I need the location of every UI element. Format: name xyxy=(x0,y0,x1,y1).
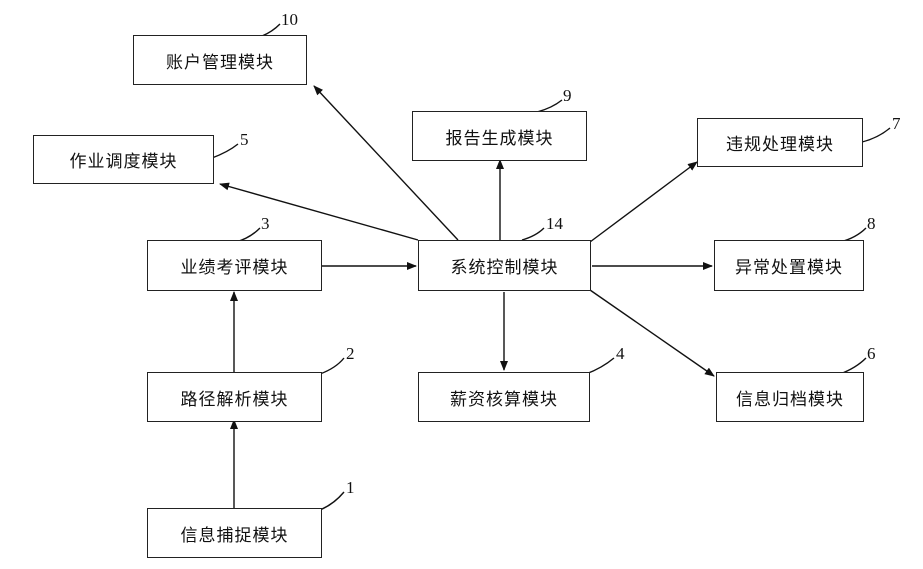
job-scheduling-module: 作业调度模块 xyxy=(33,135,214,184)
ref-number-1: 1 xyxy=(346,478,355,498)
exception-handling-module: 异常处置模块 xyxy=(714,240,864,291)
information-archiving-module: 信息归档模块 xyxy=(716,372,864,422)
leader-5 xyxy=(212,144,238,158)
leader-14 xyxy=(522,228,544,240)
ref-number-14: 14 xyxy=(546,214,563,234)
system-control-label: 系统控制模块 xyxy=(451,253,559,278)
leader-4 xyxy=(586,358,614,374)
ref-number-5: 5 xyxy=(240,130,249,150)
arrow-14-to-6 xyxy=(590,290,714,376)
report-generation-label: 报告生成模块 xyxy=(446,124,554,149)
violation-handling-label: 违规处理模块 xyxy=(726,130,834,155)
leader-7 xyxy=(862,128,890,142)
ref-number-6: 6 xyxy=(867,344,876,364)
path-parsing-module: 路径解析模块 xyxy=(147,372,322,422)
salary-accounting-label: 薪资核算模块 xyxy=(450,385,558,410)
ref-number-10: 10 xyxy=(281,10,298,30)
ref-number-8: 8 xyxy=(867,214,876,234)
system-control-module: 系统控制模块 xyxy=(418,240,591,291)
ref-number-9: 9 xyxy=(563,86,572,106)
arrow-14-to-5 xyxy=(220,184,418,240)
performance-evaluation-module: 业绩考评模块 xyxy=(147,240,322,291)
exception-handling-label: 异常处置模块 xyxy=(735,253,843,278)
ref-number-7: 7 xyxy=(892,114,901,134)
salary-accounting-module: 薪资核算模块 xyxy=(418,372,590,422)
arrow-14-to-7 xyxy=(590,162,697,242)
ref-number-4: 4 xyxy=(616,344,625,364)
leader-1 xyxy=(320,492,344,510)
report-generation-module: 报告生成模块 xyxy=(412,111,587,161)
information-capture-label: 信息捕捉模块 xyxy=(181,521,289,546)
path-parsing-label: 路径解析模块 xyxy=(181,385,289,410)
violation-handling-module: 违规处理模块 xyxy=(697,118,863,167)
leader-2 xyxy=(320,358,344,374)
job-scheduling-label: 作业调度模块 xyxy=(70,147,178,172)
performance-evaluation-label: 业绩考评模块 xyxy=(181,253,289,278)
information-capture-module: 信息捕捉模块 xyxy=(147,508,322,558)
ref-number-2: 2 xyxy=(346,344,355,364)
ref-number-3: 3 xyxy=(261,214,270,234)
account-management-module: 账户管理模块 xyxy=(133,35,307,85)
information-archiving-label: 信息归档模块 xyxy=(736,385,844,410)
account-management-label: 账户管理模块 xyxy=(166,48,274,73)
